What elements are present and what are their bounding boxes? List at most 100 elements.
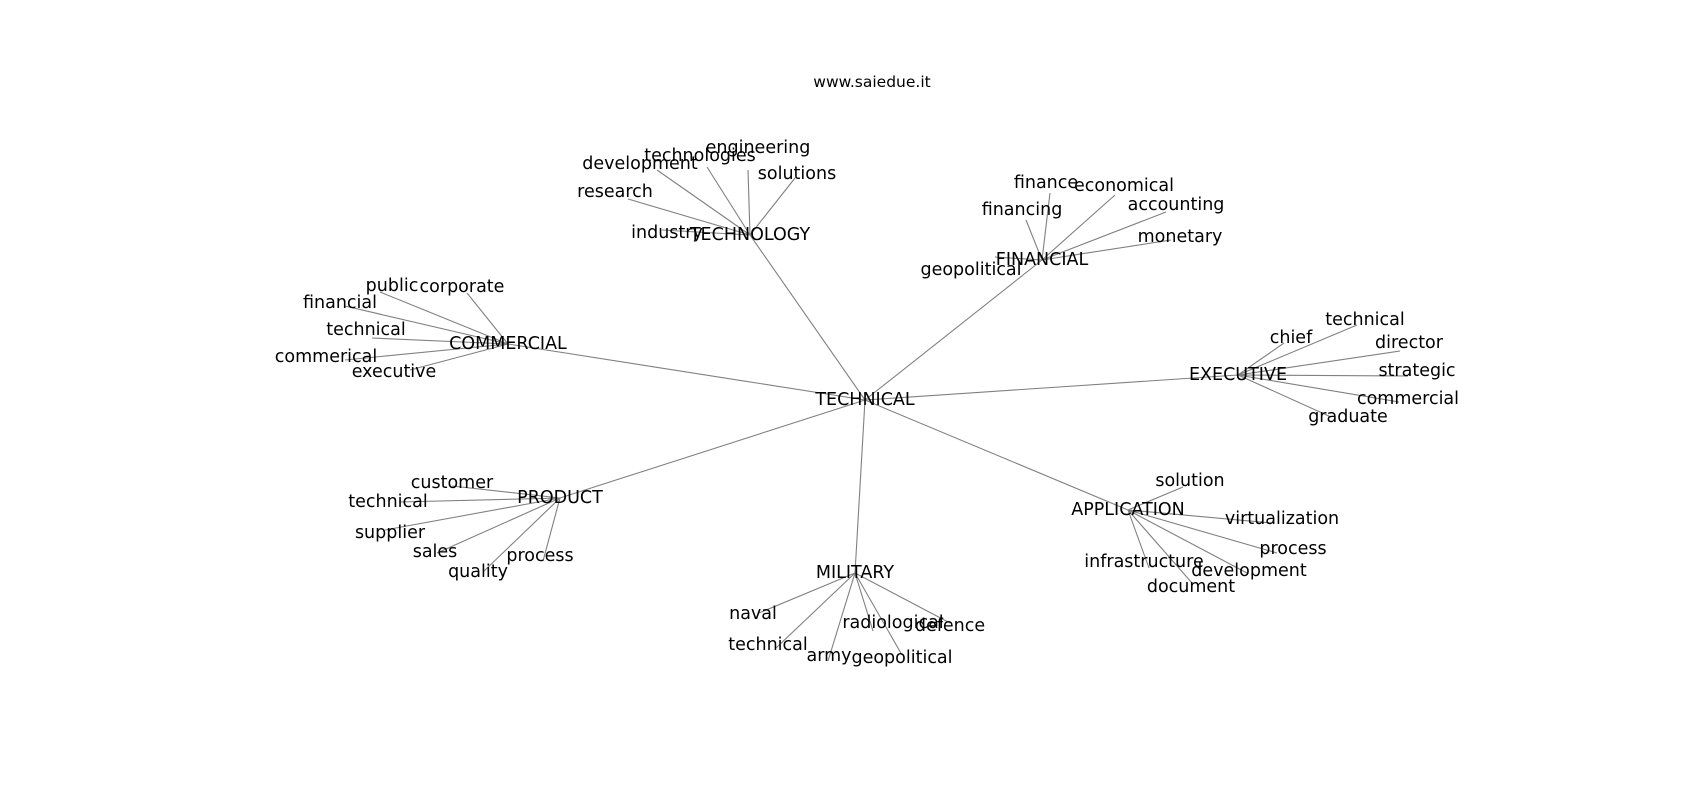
edge-center-to-application xyxy=(864,399,1129,511)
leaf-node-engineering: engineering xyxy=(706,138,811,158)
edge-center-to-technology xyxy=(749,234,866,401)
hub-node-technology: TECHNOLOGY xyxy=(689,225,811,245)
leaf-node-research: research xyxy=(577,182,653,202)
hub-node-financial: FINANCIAL xyxy=(996,250,1089,270)
edge-commercial-to-commerical xyxy=(344,343,509,361)
edge-financial-to-geopolitical xyxy=(994,256,1043,261)
edges-layer xyxy=(344,166,1409,662)
edge-executive-to-strategic xyxy=(1237,374,1409,377)
edge-application-to-solution xyxy=(1127,486,1184,511)
edge-military-to-radiological xyxy=(854,572,874,632)
edge-executive-to-technical xyxy=(1237,324,1358,376)
leaf-node-chief: chief xyxy=(1270,328,1313,348)
leaf-node-strategic: strategic xyxy=(1378,361,1455,381)
edge-military-to-defence xyxy=(854,572,951,624)
hub-node-product: PRODUCT xyxy=(517,488,603,508)
leaf-node-public: public xyxy=(366,276,419,296)
edge-product-to-supplier xyxy=(384,497,561,531)
edge-product-to-technical xyxy=(398,497,561,503)
edge-financial-to-finance xyxy=(1041,192,1051,261)
edge-application-to-development xyxy=(1127,509,1248,574)
leaf-node-financial: financial xyxy=(303,293,377,313)
edge-military-to-army xyxy=(827,572,856,662)
leaf-node-geopolitical: geopolitical xyxy=(920,260,1021,280)
leaf-node-sales: sales xyxy=(413,542,458,562)
leaf-node-customer: customer xyxy=(411,473,494,493)
edge-technology-to-engineering xyxy=(747,169,751,236)
edge-application-to-document xyxy=(1127,509,1193,584)
edge-military-to-naval xyxy=(758,572,856,614)
edge-military-to-technical xyxy=(775,572,856,649)
leaf-node-process: process xyxy=(506,546,573,566)
site-title: www.saiedue.it xyxy=(813,73,930,91)
leaf-node-army: army xyxy=(806,646,851,666)
leaf-node-infrastructure: infrastructure xyxy=(1084,552,1203,572)
edge-technology-to-industry xyxy=(661,229,751,236)
leaf-node-financing: financing xyxy=(982,200,1063,220)
leaf-node-commerical: commerical xyxy=(275,347,377,367)
leaf-node-industry: industry xyxy=(631,223,703,243)
edge-product-to-customer xyxy=(451,485,561,499)
leaf-node-radiological: radiological xyxy=(842,613,943,633)
leaf-node-accounting: accounting xyxy=(1128,195,1225,215)
edge-commercial-to-corporate xyxy=(466,292,509,345)
labels-layer: TECHNICAL TECHNOLOGY engineeringtechnologi… xyxy=(275,138,1459,668)
leaf-node-solutions: solutions xyxy=(758,164,836,184)
leaf-node-economical: economical xyxy=(1074,176,1174,196)
edge-technology-to-solutions xyxy=(749,177,796,236)
edge-center-to-product xyxy=(559,399,866,499)
leaf-node-executive: executive xyxy=(352,362,437,382)
leaf-node-supplier: supplier xyxy=(355,523,426,543)
edge-military-to-geopolitical xyxy=(854,572,903,656)
edge-application-to-virtualization xyxy=(1127,509,1273,524)
edge-executive-to-director xyxy=(1237,350,1401,376)
leaf-node-technical: technical xyxy=(348,492,428,512)
edge-financial-to-accounting xyxy=(1041,211,1167,261)
leaf-node-virtualization: virtualization xyxy=(1225,509,1339,529)
edge-technology-to-technologies xyxy=(706,166,751,236)
leaf-node-defence: defence xyxy=(915,616,985,636)
edge-executive-to-commercial xyxy=(1237,374,1400,403)
leaf-node-naval: naval xyxy=(729,604,777,624)
leaf-node-solution: solution xyxy=(1155,471,1224,491)
hub-node-application: APPLICATION xyxy=(1071,500,1185,520)
leaf-node-monetary: monetary xyxy=(1138,227,1223,247)
leaf-node-technologies: technologies xyxy=(644,146,756,166)
edge-product-to-quality xyxy=(482,497,561,573)
edge-center-to-financial xyxy=(864,259,1043,401)
leaf-node-quality: quality xyxy=(448,562,508,582)
edge-technology-to-development xyxy=(656,169,751,236)
edge-commercial-to-public xyxy=(379,291,509,345)
leaf-node-document: document xyxy=(1147,577,1235,597)
edge-center-to-military xyxy=(854,399,866,574)
edge-executive-to-chief xyxy=(1237,342,1285,376)
leaf-node-finance: finance xyxy=(1014,173,1078,193)
hub-node-executive: EXECUTIVE xyxy=(1189,365,1287,385)
leaf-node-process: process xyxy=(1259,539,1326,559)
hub-node-commercial: COMMERCIAL xyxy=(449,334,567,354)
edge-application-to-process xyxy=(1127,509,1278,554)
leaf-node-director: director xyxy=(1375,333,1444,353)
leaf-node-technical: technical xyxy=(326,320,406,340)
center-node-label: TECHNICAL xyxy=(814,390,915,410)
edge-financial-to-financing xyxy=(1025,219,1043,261)
leaf-node-technical: technical xyxy=(728,635,808,655)
leaf-node-graduate: graduate xyxy=(1308,407,1388,427)
edge-commercial-to-technical xyxy=(371,337,509,345)
edge-commercial-to-financial xyxy=(344,305,509,345)
edge-technology-to-research xyxy=(627,198,751,236)
edge-product-to-sales xyxy=(436,497,561,554)
leaf-node-corporate: corporate xyxy=(420,277,505,297)
leaf-node-geopolitical: geopolitical xyxy=(851,648,952,668)
edge-executive-to-graduate xyxy=(1237,374,1332,418)
edge-center-to-commercial xyxy=(507,343,866,401)
hub-node-military: MILITARY xyxy=(816,563,895,583)
leaf-node-development: development xyxy=(1191,561,1307,581)
edge-commercial-to-executive xyxy=(409,343,509,371)
edge-financial-to-economical xyxy=(1041,194,1116,261)
edge-center-to-executive xyxy=(864,374,1239,401)
edge-application-to-infrastructure xyxy=(1127,509,1150,569)
leaf-node-commercial: commercial xyxy=(1357,389,1459,409)
edge-product-to-process xyxy=(542,497,561,562)
